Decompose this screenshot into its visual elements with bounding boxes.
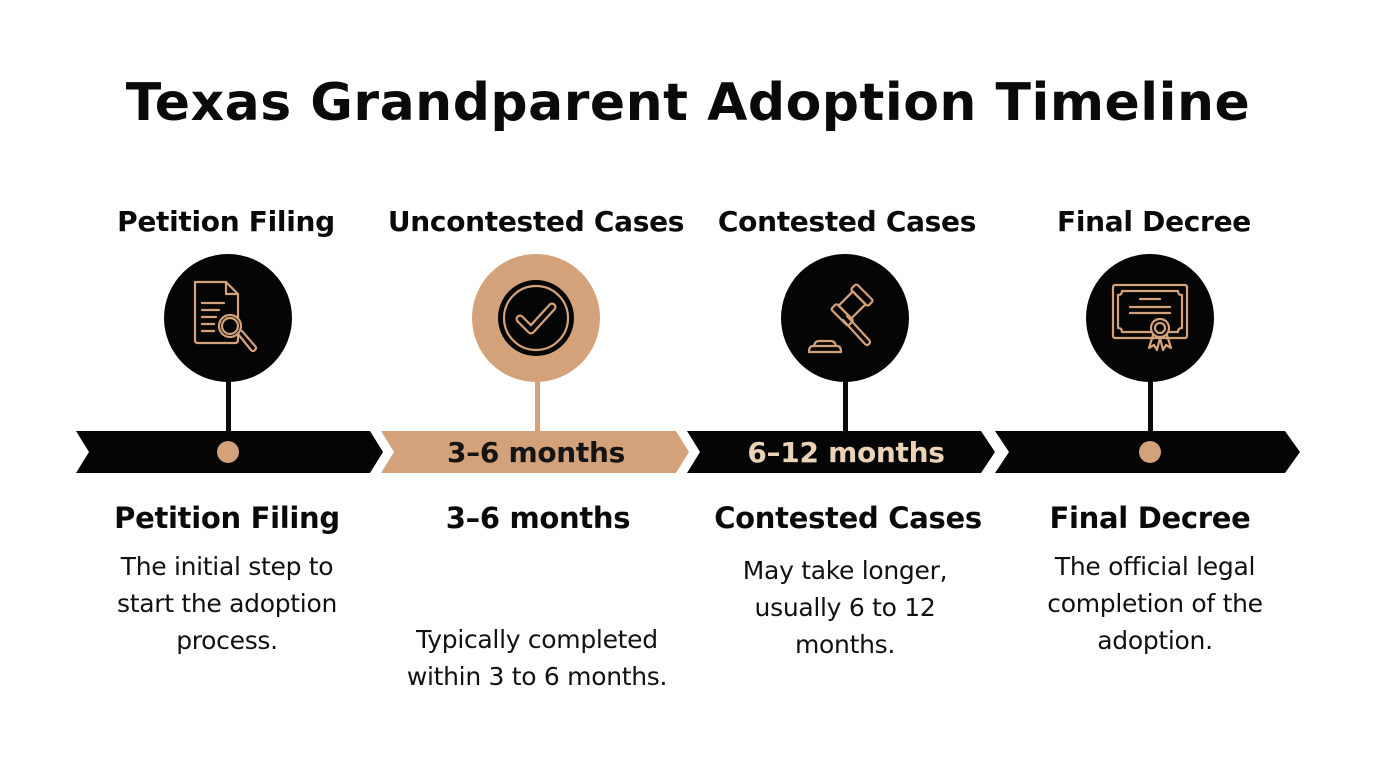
stage-3-icon-circle xyxy=(781,254,909,382)
page-title: Texas Grandparent Adoption Timeline xyxy=(125,73,1251,133)
stage-4-description: The official legal completion of the ado… xyxy=(1047,552,1263,655)
stage-3-connector xyxy=(842,380,848,432)
stage-1-description: The initial step to start the adoption p… xyxy=(117,552,337,655)
stage-2-duration-label: 3–6 months xyxy=(446,436,626,469)
stage-3-heading: Contested Cases xyxy=(714,501,982,535)
checkmark-circle-icon xyxy=(498,280,574,356)
stage-4-top-label: Final Decree xyxy=(1057,205,1251,238)
stage-1-heading: Petition Filing xyxy=(114,501,340,535)
stage-2-connector xyxy=(534,380,540,432)
stage-2-top-label: Uncontested Cases xyxy=(387,205,685,238)
certificate-icon xyxy=(1111,283,1189,352)
stage-3-duration-label: 6–12 months xyxy=(747,436,945,469)
stage-1-icon-circle xyxy=(164,254,292,382)
stage-1-connector xyxy=(225,380,231,432)
stage-4-connector xyxy=(1147,380,1153,432)
stage-2-description: Typically completed within 3 to 6 months… xyxy=(406,625,668,691)
stage-4-heading: Final Decree xyxy=(1049,501,1251,535)
gavel-icon xyxy=(807,283,874,354)
document-search-icon xyxy=(193,280,258,353)
stage-1-marker-dot xyxy=(217,441,239,463)
stage-4-icon-circle xyxy=(1086,254,1214,382)
stage-2-heading: 3–6 months xyxy=(445,501,631,535)
stage-2-icon-circle xyxy=(472,254,600,382)
stage-3-description: May take longer, usually 6 to 12 months. xyxy=(742,556,948,659)
stage-3-top-label: Contested Cases xyxy=(717,205,977,238)
stage-1-top-label: Petition Filing xyxy=(117,205,335,238)
stage-4-marker-dot xyxy=(1139,441,1161,463)
